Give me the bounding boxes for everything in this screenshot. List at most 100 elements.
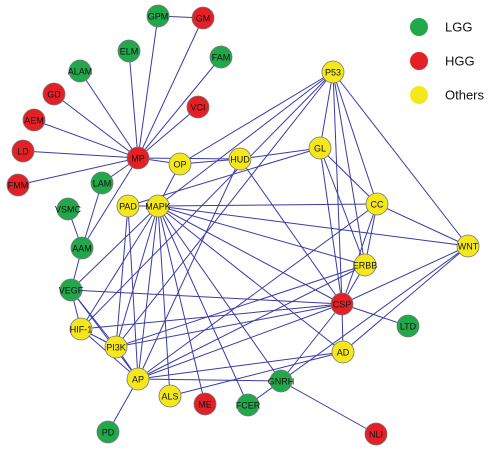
legend-label: HGG (445, 54, 475, 69)
node-label: HUD (230, 155, 250, 165)
edge-csp-hif1 (80, 303, 343, 330)
node-csp: CSP (330, 292, 354, 316)
node-fmm: FMM (6, 173, 30, 197)
node-label: GD (47, 90, 61, 100)
node-circle (168, 152, 192, 176)
edge-mp-aam (81, 157, 139, 249)
node-hud: HUD (228, 147, 252, 171)
node-circle (6, 173, 30, 197)
edge-pad-pi3k (115, 205, 129, 348)
node-ap: AP (126, 367, 150, 391)
edge-op-p53 (179, 71, 334, 165)
node-mp: MP (126, 146, 150, 170)
edge-csp-ltd (341, 303, 409, 327)
node-circle (186, 95, 210, 119)
edge-erbb-pi3k (115, 264, 366, 348)
edge-gl-erbb (319, 147, 366, 266)
edge-p53-cc (332, 71, 378, 205)
node-gnrh: GNRH (268, 369, 294, 393)
node-me: ME (193, 392, 217, 416)
node-circle (69, 317, 93, 341)
edge-mp-gpm (137, 15, 159, 159)
node-label: AP (132, 375, 144, 385)
node-label: FMM (8, 181, 29, 191)
node-label: PAD (119, 202, 137, 212)
node-circle (193, 392, 217, 416)
node-op: OP (168, 152, 192, 176)
node-circle (90, 171, 114, 195)
node-circle (396, 314, 420, 338)
node-vci: VCI (186, 95, 210, 119)
edge-hud-gl (239, 147, 321, 160)
node-circle (228, 147, 252, 171)
edge-mp-fam (137, 56, 222, 159)
node-gd: GD (42, 82, 66, 106)
node-label: OP (173, 160, 186, 170)
edge-p53-csp (332, 71, 343, 305)
edge-hud-ap (137, 158, 241, 380)
edge-gnrh-nli (280, 380, 377, 435)
edge-csp-gnrh (280, 303, 343, 382)
legend-swatch (410, 18, 428, 36)
node-label: CSP (333, 300, 352, 310)
node-circle (269, 369, 293, 393)
node-vegf: VEGF (59, 278, 84, 302)
node-label: HIF-1 (70, 325, 93, 335)
node-label: LAM (93, 179, 112, 189)
edge-mapk-ap (137, 205, 159, 380)
node-gl: GL (308, 136, 332, 160)
edge-mp-ld (22, 150, 139, 159)
edge-p53-wnt (332, 71, 469, 247)
edge-mp-fmm (17, 157, 139, 186)
edge-mp-elm (128, 50, 139, 159)
node-label: AEM (24, 116, 44, 126)
node-label: MP (131, 154, 145, 164)
node-fam: FAM (209, 45, 233, 69)
node-circle (191, 6, 215, 30)
edge-pad-ap (127, 205, 139, 380)
edge-mapk-gnrh (157, 205, 282, 382)
node-label: LTD (400, 322, 417, 332)
edge-mp-gm (137, 17, 204, 159)
node-circle (158, 384, 182, 408)
edge-mp-alam (79, 70, 139, 159)
node-circle (364, 422, 388, 446)
edge-erbb-ap (137, 264, 366, 380)
legend-label: Others (445, 88, 485, 103)
node-label: NLI (369, 430, 383, 440)
edge-p53-hif1 (80, 71, 334, 330)
node-p53: P53 (321, 60, 345, 84)
node-circle (456, 234, 480, 258)
node-circle (116, 194, 140, 218)
node-label: FAM (212, 53, 231, 63)
edge-mp-aem (33, 119, 139, 159)
node-nli: NLI (364, 422, 388, 446)
node-label: ALAM (68, 67, 93, 77)
node-ad: AD (331, 340, 355, 364)
node-label: VSMC (55, 205, 82, 215)
node-circle (59, 278, 83, 302)
node-label: ALS (161, 392, 178, 402)
node-circle (308, 136, 332, 160)
node-elm: ELM (117, 39, 141, 63)
node-label: ELM (120, 47, 139, 57)
node-vsmc: VSMC (55, 197, 82, 221)
node-circle (117, 39, 141, 63)
legend-swatch (410, 86, 428, 104)
node-label: P53 (325, 68, 341, 78)
edge-pi3k-vegf (70, 289, 117, 348)
node-fcer: FCER (236, 393, 261, 417)
node-label: PD (102, 428, 115, 438)
node-circle (42, 82, 66, 106)
legend-swatch (410, 52, 428, 70)
edge-mapk-ad (157, 205, 344, 353)
node-hif1: HIF-1 (69, 317, 93, 341)
edge-cc-csp (341, 203, 378, 305)
edge-p53-pi3k (115, 71, 334, 348)
edge-cc-wnt (376, 203, 469, 247)
edge-gnrh-ap (137, 378, 282, 382)
edge-p53-mapk (157, 71, 334, 207)
node-pi3k: PI3K (104, 335, 128, 359)
node-label: GL (314, 144, 326, 154)
